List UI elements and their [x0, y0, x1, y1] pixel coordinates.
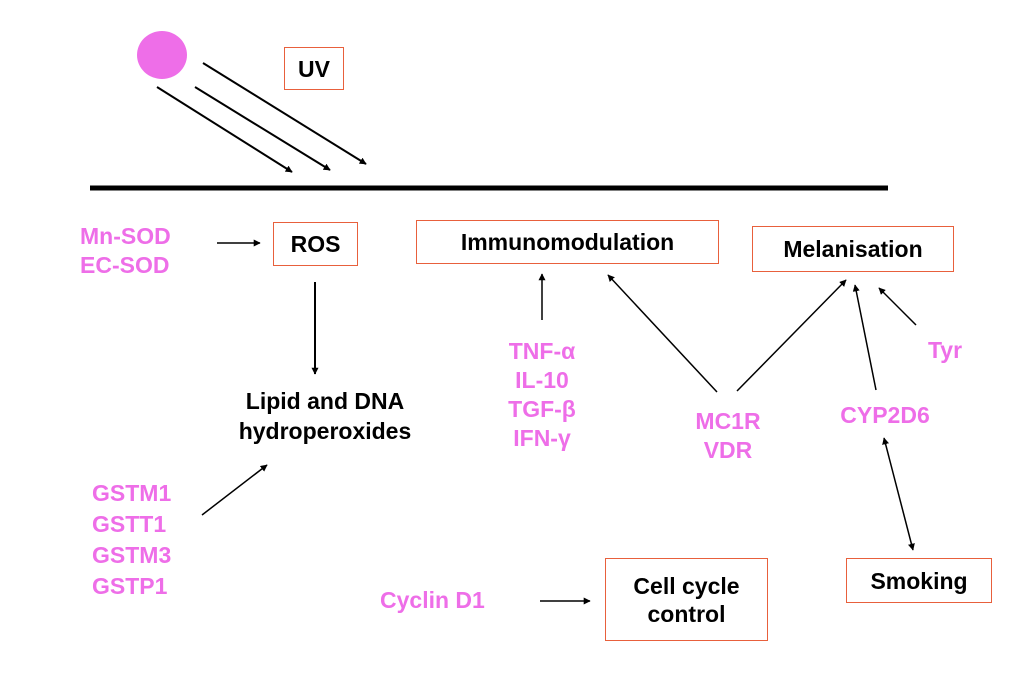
arrow-cyp2d6-smoking — [882, 437, 915, 551]
arrow-tyr-to-melanisation — [878, 287, 917, 326]
cyclin-d1-label: Cyclin D1 — [380, 587, 485, 613]
arrow-mc1r-to-melanisation — [736, 279, 847, 392]
cell-cycle-box: Cell cycle control — [605, 558, 768, 641]
cytokine-genes-label: TNF-α IL-10 TGF-β IFN-γ — [508, 338, 576, 451]
melanisation-box: Melanisation — [752, 226, 954, 272]
gst-genes-label: GSTM1 GSTT1 GSTM3 GSTP1 — [92, 480, 172, 599]
tyr-label: Tyr — [927, 337, 963, 363]
arrow-cyp2d6-to-melanisation — [852, 284, 877, 391]
sun-icon — [137, 31, 187, 79]
uv-ray-3 — [202, 62, 367, 165]
immunomodulation-box: Immunomodulation — [416, 220, 719, 264]
arrow-mc1r-to-immuno — [607, 274, 718, 393]
ros-box: ROS — [273, 222, 358, 266]
arrow-gst-to-lipid — [201, 464, 268, 516]
sod-genes-label: Mn-SOD EC-SOD — [80, 223, 171, 278]
cyp2d6-label: CYP2D6 — [840, 402, 930, 428]
lipid-dna-label: Lipid and DNA hydroperoxides — [238, 388, 412, 444]
mc1r-vdr-label: MC1R VDR — [695, 408, 761, 463]
smoking-box: Smoking — [846, 558, 992, 603]
uv-ray-1 — [156, 86, 293, 173]
uv-ray-2 — [194, 86, 331, 171]
uv-box: UV — [284, 47, 344, 90]
